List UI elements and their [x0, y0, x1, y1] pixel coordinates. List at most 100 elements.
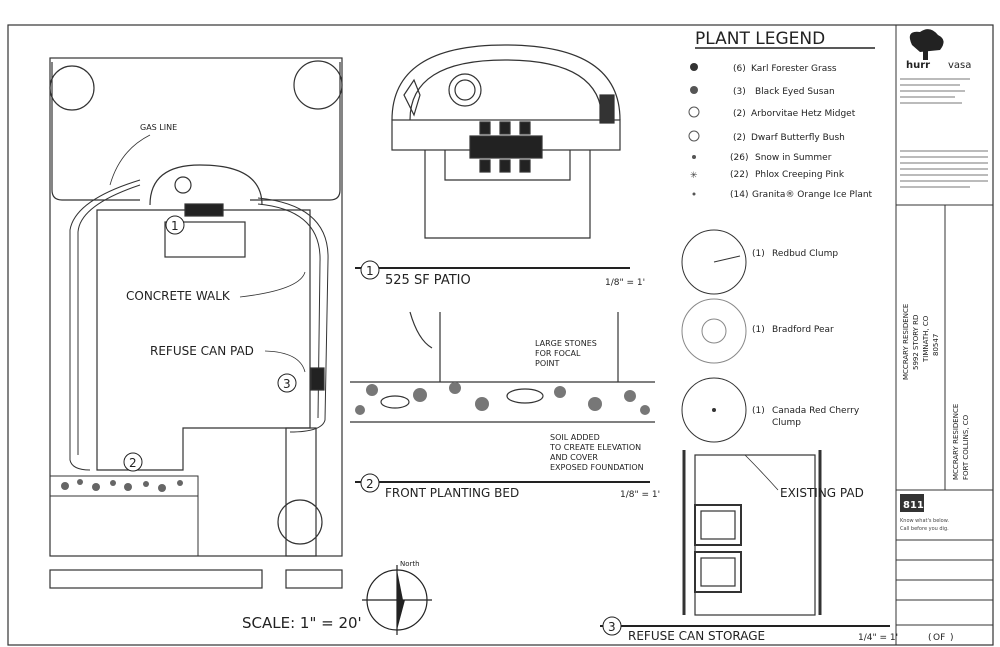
legend-row: (2) Arborvitae Hetz Midget: [688, 106, 856, 119]
svg-text:(26): (26): [730, 153, 748, 163]
svg-text:vasa: vasa: [948, 60, 971, 71]
bradford-pear-tree-icon: [681, 298, 747, 364]
svg-text:AND COVER: AND COVER: [550, 453, 598, 462]
svg-text:Canada Red Cherry: Canada Red Cherry: [772, 406, 860, 416]
title-block-notes: [900, 78, 988, 188]
patio-small: [149, 164, 263, 206]
tree-legend-redbud: (1) Redbud Clump: [681, 229, 838, 295]
svg-text:Black Eyed Susan: Black Eyed Susan: [755, 87, 835, 97]
callout-2-site: 2: [123, 452, 143, 472]
front-bed-detail-plants: [355, 382, 650, 415]
call-811-badge: 811 Know what's below. Call before you d…: [900, 494, 949, 532]
garage-area: [49, 495, 199, 557]
front-bed-plants: [61, 479, 183, 492]
patio-title: 525 SF PATIO: [385, 273, 471, 288]
tree-legend-cherry: (1) Canada Red Cherry Clump: [681, 377, 860, 443]
svg-text:2: 2: [366, 477, 374, 491]
svg-text:TO CREATE ELEVATION: TO CREATE ELEVATION: [549, 443, 641, 452]
front-bed: [49, 475, 199, 497]
callout-1-site: 1: [165, 215, 185, 235]
large-stone: [380, 395, 410, 409]
refuse-can: [694, 551, 742, 593]
bed-title-bar: 2 FRONT PLANTING BED 1/8" = 1': [355, 473, 660, 500]
svg-text:✳: ✳: [690, 171, 698, 181]
existing-pad-label: EXISTING PAD: [780, 486, 864, 500]
tree-symbol: [293, 60, 343, 110]
legend-row: (6) Karl Forester Grass: [690, 63, 837, 74]
house-footprint: [96, 209, 311, 471]
sheet-border: [7, 24, 994, 646]
refuse-can: [694, 504, 742, 546]
patio-table: [469, 135, 543, 159]
bed-scale: 1/8" = 1': [620, 490, 660, 500]
svg-text:LARGE STONES: LARGE STONES: [535, 339, 597, 348]
svg-text:MCCRARY RESIDENCE: MCCRARY RESIDENCE: [902, 304, 910, 380]
firepit: [448, 73, 482, 107]
lot-outline: [49, 57, 343, 557]
svg-text:(1): (1): [752, 406, 765, 416]
svg-text:(2): (2): [733, 133, 746, 143]
svg-text:Know what's below.: Know what's below.: [900, 518, 949, 524]
groundcover-dot: [692, 192, 696, 196]
grass-symbol: [690, 63, 698, 71]
patio-title-bar: 1 525 SF PATIO 1/8" = 1': [355, 260, 645, 288]
shrub-symbol: [688, 130, 700, 142]
tree-symbol: [49, 65, 95, 111]
svg-text:SOIL ADDED: SOIL ADDED: [550, 433, 600, 442]
firepit-small: [174, 176, 192, 194]
svg-text:1: 1: [171, 219, 179, 233]
shrub-symbol: [688, 106, 700, 118]
svg-text:3: 3: [608, 620, 616, 634]
refuse-cans-small: [310, 367, 325, 391]
sidewalk-right: [285, 569, 343, 589]
concrete-walk-label: CONCRETE WALK: [126, 289, 231, 303]
svg-text:Phlox Creeping Pink: Phlox Creeping Pink: [755, 170, 845, 180]
front-bed-detail: [350, 311, 655, 423]
svg-text:(22): (22): [730, 170, 748, 180]
svg-text:(6): (6): [733, 64, 746, 74]
svg-text:(3): (3): [733, 87, 746, 97]
lawn-boundary: [51, 62, 341, 201]
driveway: [285, 427, 317, 557]
svg-text:Dwarf Butterfly Bush: Dwarf Butterfly Bush: [751, 133, 845, 143]
svg-text:FOR FOCAL: FOR FOCAL: [535, 349, 581, 358]
concrete-walk-path: [69, 179, 141, 471]
patio-scale: 1/8" = 1': [605, 278, 645, 288]
svg-text:Bradford Pear: Bradford Pear: [772, 325, 834, 335]
refuse-title-bar: 3 REFUSE CAN STORAGE 1/4" = 1': [600, 616, 898, 643]
north-label: North: [400, 560, 420, 568]
legend-row: ✳ (22) Phlox Creeping Pink: [690, 170, 845, 181]
scale-label: SCALE: 1" = 20': [242, 614, 362, 632]
svg-text:Granita® Orange Ice Plant: Granita® Orange Ice Plant: [752, 190, 873, 200]
tree-symbol: [277, 499, 323, 545]
svg-text:Redbud Clump: Redbud Clump: [772, 249, 838, 259]
bed-title: FRONT PLANTING BED: [385, 486, 519, 500]
svg-text:(1): (1): [752, 249, 765, 259]
svg-text:MCCRARY RESIDENCE: MCCRARY RESIDENCE: [952, 404, 960, 480]
refuse-can-pad-label: REFUSE CAN PAD: [150, 344, 254, 358]
refuse-detail: [682, 450, 822, 616]
refuse-title: REFUSE CAN STORAGE: [628, 629, 765, 643]
svg-text:(14): (14): [730, 190, 748, 200]
legend-row: (26) Snow in Summer: [692, 153, 832, 163]
svg-text:Snow in Summer: Snow in Summer: [755, 153, 832, 163]
svg-text:2: 2: [129, 456, 137, 470]
north-arrow: North: [362, 560, 432, 635]
callout-3-site: 3: [277, 373, 297, 393]
title-block: [895, 25, 993, 645]
canada-red-cherry-tree-icon: [681, 377, 747, 443]
svg-text:(1): (1): [752, 325, 765, 335]
svg-text:(: (: [928, 633, 932, 643]
patio-detail: [391, 44, 621, 239]
svg-text:Karl Forester Grass: Karl Forester Grass: [751, 64, 837, 74]
gas-line-label: GAS LINE: [140, 123, 177, 132]
perennial-symbol: [690, 86, 698, 94]
svg-text:OF: OF: [933, 633, 945, 643]
svg-text:Clump: Clump: [772, 418, 801, 428]
patio-table-small: [184, 203, 224, 217]
svg-text:TIMNATH, CO: TIMNATH, CO: [922, 315, 930, 363]
svg-text:3: 3: [283, 377, 291, 391]
tree-legend-pear: (1) Bradford Pear: [681, 298, 834, 364]
side-walk-path: [257, 197, 329, 433]
svg-text:1: 1: [366, 264, 374, 278]
